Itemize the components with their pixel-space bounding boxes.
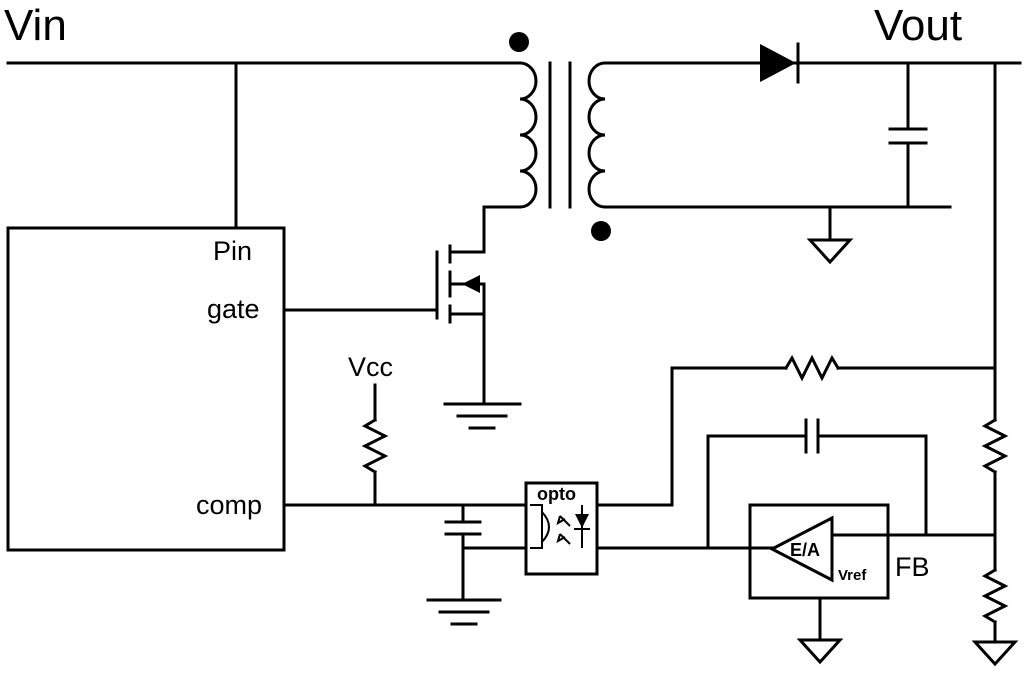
gate-label: gate <box>207 294 260 324</box>
ground-icon <box>443 402 522 430</box>
vref-label: Vref <box>838 567 867 584</box>
divider-resistors <box>971 417 1019 667</box>
optocoupler <box>524 481 599 576</box>
transformer <box>509 32 611 241</box>
fb-label: FB <box>895 552 930 582</box>
comp-net <box>282 383 528 602</box>
feedback-resistor <box>595 354 997 507</box>
primary-dot-icon <box>509 32 529 52</box>
controller-ic <box>6 226 286 552</box>
comp-label: comp <box>196 490 262 520</box>
ground-icon <box>426 598 502 626</box>
pin-label: Pin <box>213 236 252 266</box>
ground-icon <box>971 640 1019 667</box>
ground-icon <box>796 638 844 665</box>
vin-rail <box>6 61 522 230</box>
opto-label: opto <box>537 484 576 504</box>
vin-label: Vin <box>4 1 67 50</box>
vout-label: Vout <box>874 1 962 50</box>
output-section <box>603 42 1022 422</box>
compensation-capacitor <box>706 418 928 550</box>
diode-icon <box>760 44 796 82</box>
secondary-dot-icon <box>591 221 611 241</box>
vcc-label: Vcc <box>348 352 393 382</box>
mosfet <box>435 205 522 406</box>
error-amplifier <box>595 503 997 665</box>
ea-label: E/A <box>790 540 820 560</box>
